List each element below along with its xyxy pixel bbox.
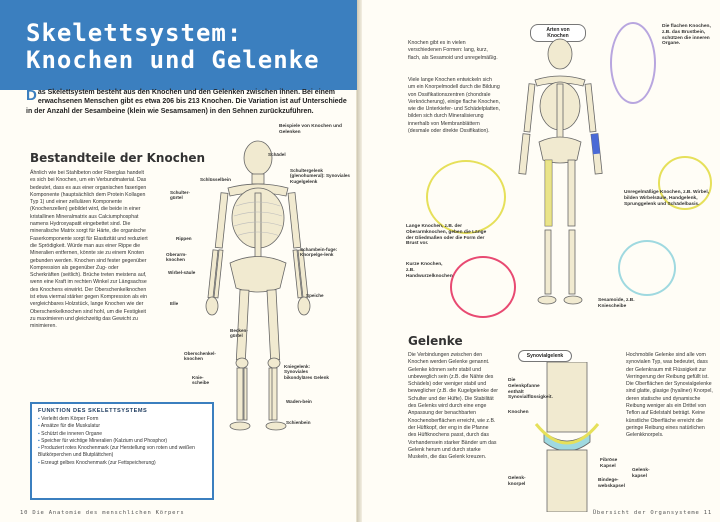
function-item: Produziert rotes Knochenmark (zur Herste… (38, 445, 206, 460)
label-schultergelenk: Schultergelenk (glenohumeral): Synoviale… (290, 168, 350, 184)
label-oberarm: Oberarm-knochen (166, 252, 187, 263)
skeleton-illustration (205, 140, 311, 431)
label-wirbel: Wirbel-säule (168, 270, 196, 275)
irregular-bone-label: Unregelmäßige Knochen, z.B. Wirbel, bild… (624, 190, 709, 207)
label-knie: Knie-scheibe (192, 375, 210, 386)
label-schultergurtel: Schulter-gürtel (170, 190, 190, 201)
articular-cartilage-label: Gelenk-knorpel (508, 476, 526, 487)
function-box: FUNKTION DES SKELETTSYSTEMS Verleiht dem… (30, 402, 214, 500)
synovial-bone-label: Knochen (508, 410, 529, 415)
ossification-text: Viele lange Knochen entwickeln sich um e… (408, 77, 500, 135)
label-schambein: Schambein-fuge: Knorpelge-lenk (300, 247, 338, 258)
right-page: Knochen gibt es in vielen verschiedenen … (362, 0, 720, 522)
intro-text: as Skelettsystem besteht aus den Knochen… (26, 89, 347, 115)
bone-types-skeleton (518, 38, 603, 305)
skeleton-caption: Beispiele von Knochen und Gelenken (279, 124, 342, 135)
fibrous-capsule-label: Fibröse Kapsel (600, 458, 618, 469)
section-heading-joints: Gelenke (408, 334, 463, 348)
function-item: Speicher für wichtige Mineralien (Kalziu… (38, 438, 206, 445)
label-schaedel: Schädel (268, 152, 286, 157)
synovial-fluid-label: Die Gelenkpfanne enthält Synovialflüssig… (508, 378, 553, 401)
joint-capsule-label: Gelenk-kapsel (632, 468, 650, 479)
label-kniegelenk: Kniegelenk: Synoviales bikondyläres Gele… (284, 364, 329, 380)
page-title: Skelettsystem: Knochen und Gelenke (26, 20, 320, 74)
drop-cap: D (26, 87, 37, 104)
function-item: Schützt die inneren Organe (38, 431, 206, 438)
label-oberschenkel: Oberschenkel-knochen (184, 351, 216, 362)
synovial-joint-illustration (534, 362, 600, 512)
function-item: Ansätze für die Muskulatur (38, 423, 206, 430)
function-item: Verleiht dem Körper Form (38, 416, 206, 423)
short-bone-circle (450, 256, 516, 318)
title-line-1: Skelettsystem: (26, 19, 243, 47)
connective-capsule-label: Bindege-webskapsel (598, 478, 625, 489)
sesamoid-label: Sesamoide, z.B. Kniescheibe (598, 298, 635, 309)
title-line-2: Knochen und Gelenke (26, 46, 320, 74)
label-elle: Elle (170, 301, 179, 306)
right-footer: Übersicht der Organsysteme 11 (592, 510, 712, 516)
label-rippen: Rippen (176, 236, 192, 241)
synovial-joint-label: Synovialgelenk (518, 350, 572, 362)
left-footer: 10 Die Anatomie des menschlichen Körpers (20, 510, 185, 516)
label-becken: Becken-gürtel (230, 328, 248, 339)
bone-parts-text: Ähnlich wie bei Stahlbeton oder Fibergla… (30, 170, 148, 330)
bone-shapes-text: Knochen gibt es in vielen verschiedenen … (408, 40, 498, 61)
function-item: Erzeugt gelbes Knochenmark (zur Fettspei… (38, 460, 206, 467)
synovial-text: Hochmobile Gelenke sind alle vom synovia… (626, 352, 713, 439)
title-band (0, 0, 357, 90)
long-bone-circle (426, 160, 506, 234)
joints-text: Die Verbindungen zwischen den Knochen we… (408, 352, 498, 461)
function-box-title: FUNKTION DES SKELETTSYSTEMS (38, 408, 148, 414)
short-bone-label: Kurze Knochen, z.B. Handwurzelknochen (406, 262, 453, 279)
sesamoid-circle (618, 240, 676, 296)
label-waden: Waden-bein (286, 399, 312, 404)
book-gutter (357, 0, 362, 522)
irregular-bone-circle (658, 156, 712, 210)
label-schluesselbein: Schlüsselbein (200, 177, 231, 182)
flat-bone-circle (610, 22, 656, 104)
flat-bone-label: Die flachen Knochen, z.B. das Brustbein,… (662, 24, 711, 47)
section-heading-bone-parts: Bestandteile der Knochen (30, 151, 206, 165)
label-schien: Schienbein (286, 420, 311, 425)
long-bone-label: Lange Knochen, z.B. der Oberarmknochen, … (406, 224, 487, 247)
label-speiche: Speiche (306, 293, 324, 298)
